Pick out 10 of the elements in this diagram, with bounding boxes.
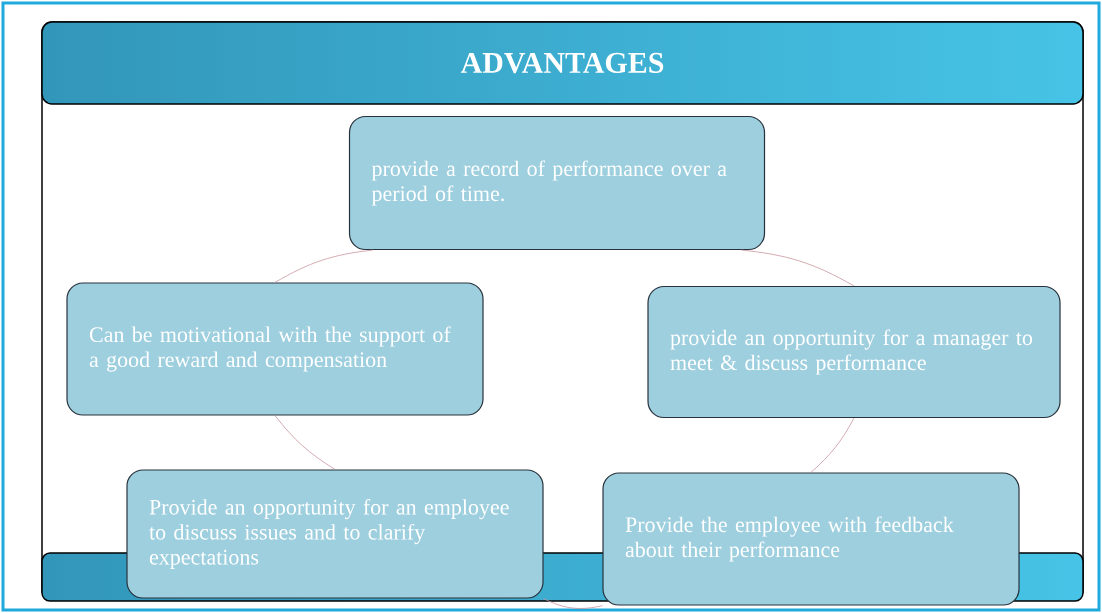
text-box: provide an opportunity for a manager to meet & discuss performance <box>647 285 1061 419</box>
connector-arc <box>810 417 855 473</box>
text-box: Can be motivational with the support of a good reward and compensation <box>66 282 484 416</box>
connector-arc <box>274 415 336 470</box>
connector-arc <box>274 249 373 283</box>
text-box: Provide an opportunity for an employee to discuss issues and to clarify expectations <box>126 469 544 599</box>
text-box: Provide the employee with feedback about their performance <box>602 472 1020 606</box>
title-band: ADVANTAGES <box>41 21 1084 105</box>
text-box: provide a record of performance over a period of time. <box>348 115 766 251</box>
connector-arc <box>741 249 855 287</box>
